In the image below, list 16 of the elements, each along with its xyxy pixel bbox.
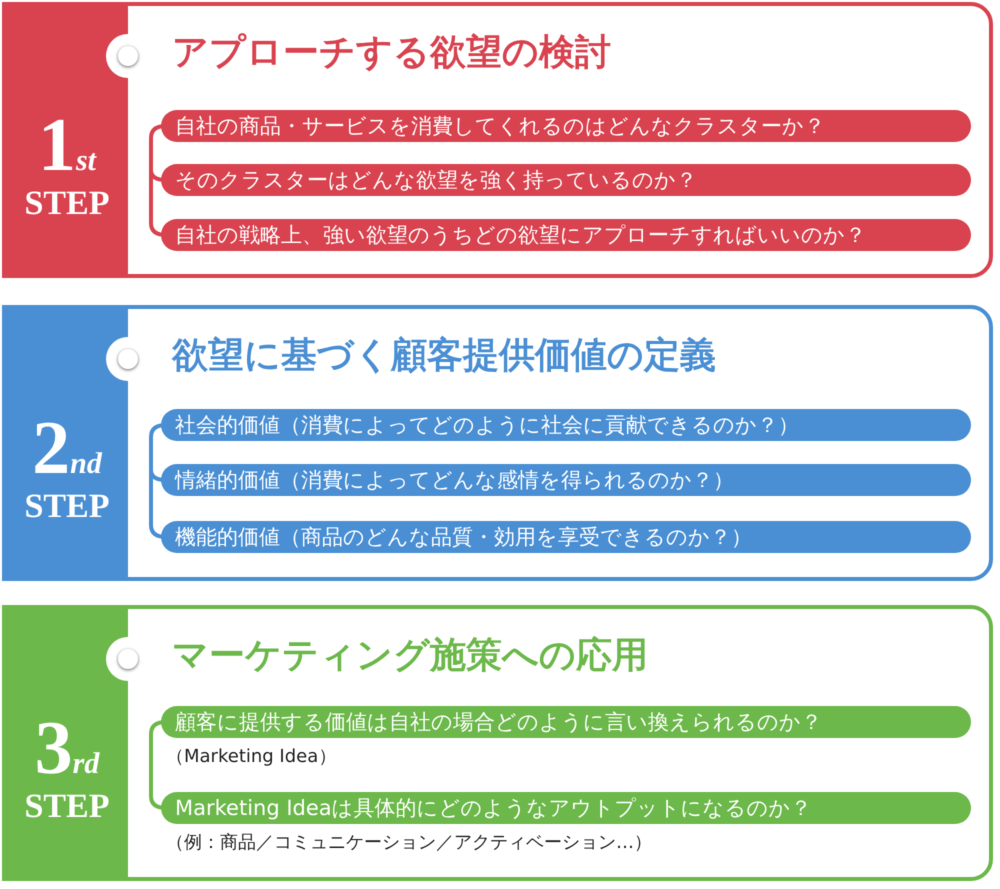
step-heading: アプローチする欲望の検討 (172, 31, 611, 75)
question-pill: 社会的価値（消費によってどのように社会に貢献できるのか？） (161, 409, 971, 441)
note-text: （Marketing Idea） (166, 745, 336, 768)
question-pill: Marketing Ideaは具体的にどのようなアウトプットになるのか？ (161, 792, 971, 824)
question-pill: 自社の商品・サービスを消費してくれるのはどんなクラスターか？ (161, 110, 971, 142)
question-pill: 情緒的価値（消費によってどんな感情を得られるのか？） (161, 464, 971, 496)
step-heading: 欲望に基づく顧客提供価値の定義 (172, 334, 716, 378)
step-panel (2, 2, 993, 278)
question-pill: 顧客に提供する価値は自社の場合どのように言い換えられるのか？ (161, 706, 971, 738)
step-panel (2, 305, 993, 581)
question-pill: そのクラスターはどんな欲望を強く持っているのか？ (161, 164, 971, 196)
note-text: （例：商品／コミュニケーション／アクティベーション…） (166, 831, 652, 854)
question-pill: 機能的価値（商品のどんな品質・効用を享受できるのか？） (161, 521, 971, 553)
step-heading: マーケティング施策への応用 (172, 634, 648, 678)
step-panel (2, 605, 993, 881)
question-pill: 自社の戦略上、強い欲望のうちどの欲望にアプローチすればいいのか？ (161, 219, 971, 251)
